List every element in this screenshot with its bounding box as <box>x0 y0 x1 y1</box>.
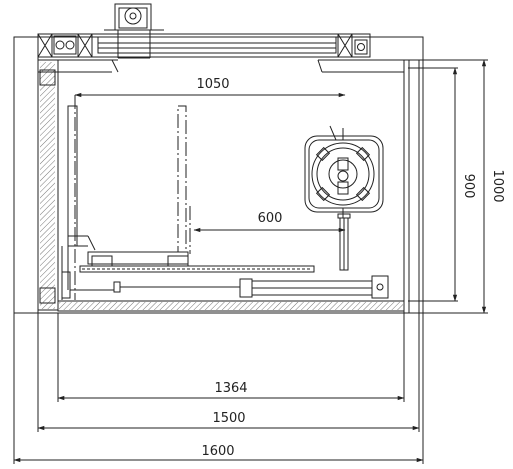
bottom-wall <box>57 300 405 312</box>
dim-1500-line <box>37 313 420 432</box>
top-rail <box>37 33 404 73</box>
dim-900-line <box>408 67 458 302</box>
dim-900-label: 900 <box>461 174 476 199</box>
dim-1364-line <box>57 313 405 402</box>
bottom-actuator <box>70 275 389 299</box>
dim-1000-label: 1000 <box>490 169 505 202</box>
left-wall <box>37 59 59 311</box>
dim-600-label: 600 <box>258 211 283 226</box>
dim-1500-label: 1500 <box>212 411 245 426</box>
carriage <box>61 251 315 299</box>
dim-1600-label: 1600 <box>201 444 234 459</box>
rotary-table <box>304 125 384 271</box>
left-stand <box>61 105 96 300</box>
top-motor <box>104 3 164 59</box>
dim-1364-label: 1364 <box>214 381 247 396</box>
dim-1600-line <box>13 313 424 464</box>
dim-1000-line <box>423 59 488 314</box>
dim-1050-label: 1050 <box>196 77 229 92</box>
